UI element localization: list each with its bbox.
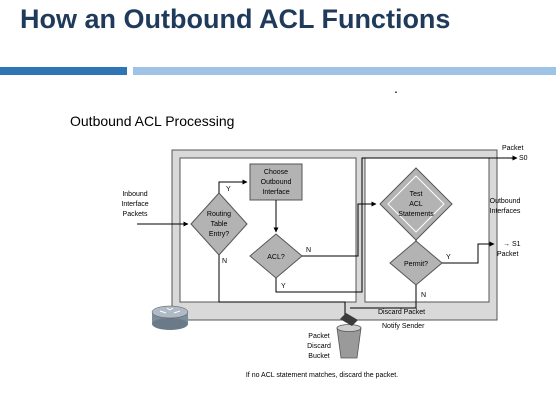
label-n-permit: N <box>421 292 426 299</box>
bucket-line-1: Packet <box>308 333 329 340</box>
test-line-1: Test <box>410 191 423 198</box>
s1-line-2: Packet <box>497 251 518 258</box>
test-line-3: Statements <box>398 211 434 218</box>
title-underline-light <box>133 67 556 75</box>
choose-line-3: Interface <box>262 189 289 196</box>
discard-bucket-icon <box>336 313 362 359</box>
packet-s0-line-1: Packet <box>502 145 523 152</box>
inbound-line-2: Interface <box>121 201 148 208</box>
label-y-routing: Y <box>226 186 231 193</box>
label-y-permit: Y <box>446 254 451 261</box>
inbound-line-1: Inbound <box>122 191 147 198</box>
test-line-2: ACL <box>409 201 423 208</box>
routing-line-3: Entry? <box>209 231 229 238</box>
bucket-line-3: Bucket <box>308 353 329 360</box>
routing-line-2: Table <box>211 221 228 228</box>
footnote: If no ACL statement matches, discard the… <box>246 372 398 379</box>
choose-line-1: Choose <box>264 169 288 176</box>
outbound-line-2: Interfaces <box>490 208 521 215</box>
title-underline-dark <box>0 67 127 75</box>
discard-packet-label: Discard Packet <box>378 309 425 316</box>
label-y-acl: Y <box>281 283 286 290</box>
test-acl-inner <box>387 175 445 233</box>
slide-subtitle: Outbound ACL Processing <box>70 113 235 129</box>
notify-sender-label: Notify Sender <box>382 323 425 330</box>
acl-label: ACL? <box>267 254 285 261</box>
inbound-line-3: Packets <box>123 211 148 218</box>
outbound-line-1: Outbound <box>490 198 521 205</box>
slide-title: How an Outbound ACL Functions <box>20 4 451 34</box>
label-n-acl: N <box>306 247 311 254</box>
label-n-routing: N <box>222 258 227 265</box>
routing-line-1: Routing <box>207 211 231 218</box>
s1-line-1: → S1 <box>503 241 521 248</box>
bucket-line-2: Discard <box>307 343 331 350</box>
bullet-dot: . <box>394 80 398 96</box>
choose-line-2: Outbound <box>261 179 292 186</box>
permit-label: Permit? <box>404 261 428 268</box>
router-icon <box>151 305 189 330</box>
packet-s0-line-2: → S0 <box>510 155 528 162</box>
